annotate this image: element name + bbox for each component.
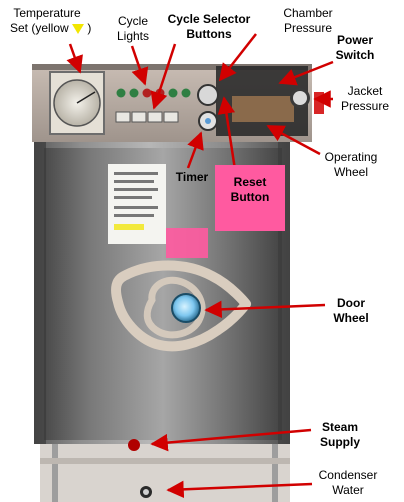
- label-cycle-lights-line1: Cycle: [117, 14, 148, 28]
- label-timer-text: Timer: [175, 170, 209, 184]
- label-cycle-selector-buttons: Cycle Selector Buttons: [160, 12, 258, 42]
- label-condenser-water-line2: Water: [332, 483, 364, 497]
- label-condenser-water: Condenser Water: [312, 468, 384, 498]
- label-reset-button-line1: Reset: [233, 175, 267, 189]
- label-power-switch-line2: Switch: [335, 48, 375, 62]
- label-cycle-selector-line2: Buttons: [186, 27, 232, 41]
- label-condenser-water-line1: Condenser: [318, 468, 378, 482]
- label-cycle-lights-line2: Lights: [116, 29, 150, 43]
- label-steam-supply: Steam Supply: [312, 420, 368, 450]
- label-timer: Timer: [172, 170, 212, 185]
- label-door-wheel-line2: Wheel: [333, 311, 369, 325]
- label-steam-supply-line1: Steam: [321, 420, 359, 434]
- label-operating-wheel-line2: Wheel: [333, 165, 368, 179]
- label-chamber-pressure: Chamber Pressure: [272, 6, 344, 36]
- label-temperature-set: Temperature Set (yellow ): [10, 6, 91, 36]
- label-jacket-pressure: Jacket Pressure: [335, 84, 395, 114]
- reset-button-callout: Reset Button: [215, 165, 285, 231]
- label-steam-supply-line2: Supply: [319, 435, 360, 449]
- close-paren: ): [87, 21, 92, 35]
- label-door-wheel-line1: Door: [337, 296, 365, 310]
- label-power-switch-line1: Power: [336, 33, 373, 47]
- label-cycle-lights: Cycle Lights: [108, 14, 158, 44]
- label-operating-wheel: Operating Wheel: [316, 150, 386, 180]
- label-jacket-pressure-line1: Jacket: [347, 84, 383, 98]
- yellow-triangle-icon: [72, 24, 85, 34]
- label-temperature-set-line2: Set (yellow ): [10, 21, 91, 36]
- label-power-switch: Power Switch: [330, 33, 380, 63]
- label-jacket-pressure-line2: Pressure: [340, 99, 390, 113]
- label-temperature-set-text: Set (yellow: [10, 21, 69, 35]
- label-chamber-pressure-line1: Chamber: [283, 6, 333, 20]
- label-operating-wheel-line1: Operating: [324, 150, 378, 164]
- label-door-wheel: Door Wheel: [326, 296, 376, 326]
- label-reset-button: Reset Button: [215, 175, 285, 205]
- label-cycle-selector-line1: Cycle Selector: [167, 12, 251, 26]
- label-temperature-set-line1: Temperature: [13, 6, 81, 20]
- label-reset-button-line2: Button: [230, 190, 270, 204]
- label-chamber-pressure-line2: Pressure: [283, 21, 333, 35]
